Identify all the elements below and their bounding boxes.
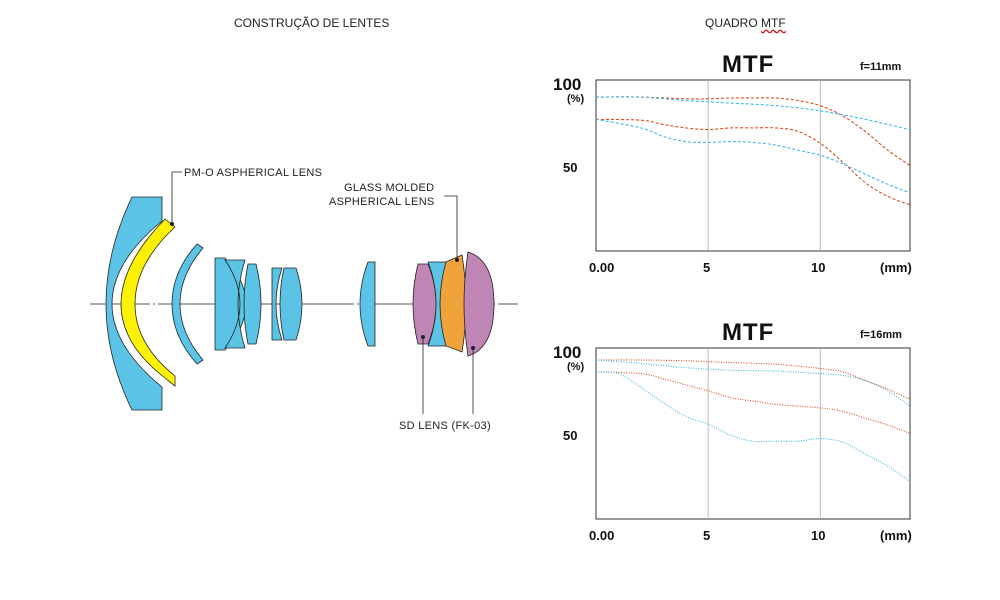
mtf1-curve-2 [595,96,911,131]
mtf2-title: MTF [722,319,774,346]
mtf1-xtick-10: 10 [811,260,825,275]
mtf1-curves [595,96,911,206]
mtf1-focal: f=11mm [860,61,901,73]
mtf1-y100: 100 [553,75,581,94]
mtf2-xtick-5: 5 [703,528,710,543]
lens-element-1 [105,196,163,411]
mtf2-yunit: (%) [567,361,584,373]
mtf2-curves [595,359,911,482]
mtf-chart-title: QUADRO MTF [705,16,786,30]
sd-leader-dot-2 [471,346,475,350]
mtf2-curve-4 [595,371,911,482]
mtf2-xunit: (mm) [880,528,912,543]
mtf1-xunit: (mm) [880,260,912,275]
lens-construction-title: CONSTRUÇÃO DE LENTES [234,16,390,30]
mtf2-curve-2 [595,359,911,407]
sd-lens-1 [412,263,437,345]
mtf-chart-f11: MTF f=11mm 100 (%) 50 0.00 5 10 (mm) [553,51,912,275]
pmo-aspherical-lens [120,218,176,387]
mtf1-curve-4 [595,118,911,194]
lens-element-3 [171,243,204,365]
mtf1-xtick-0: 0.00 [589,260,614,275]
sd-label: SD LENS (FK-03) [399,420,491,432]
mtf2-curve-1 [595,359,911,400]
glass-label-line2: ASPHERICAL LENS [329,196,435,208]
glass-leader-dot [455,258,459,262]
mtf2-xtick-10: 10 [811,528,825,543]
mtf1-y50: 50 [563,160,577,175]
mtf1-title: MTF [722,51,774,78]
lens-element-4 [214,257,247,351]
pmo-label: PM-O ASPHERICAL LENS [184,167,322,179]
mtf2-plot-area [595,347,911,520]
mtf1-curve-3 [595,118,911,206]
lens-element-5 [224,259,246,349]
mtf-chart-f16: MTF f=16mm 100 (%) 50 0.00 5 10 (mm) [553,319,912,543]
mtf2-xtick-0: 0.00 [589,528,614,543]
mtf1-yunit: (%) [567,93,584,105]
lens-element-6 [243,263,262,345]
mtf1-plot-area [595,79,911,252]
glass-leader-line [444,195,458,260]
pmo-leader-dot [170,222,174,226]
lens-element-11 [427,261,447,347]
lens-element-7 [271,267,283,341]
lens-element-8 [279,267,303,341]
sd-lens-2 [463,251,495,357]
mtf1-curve-1 [595,96,911,166]
pmo-leader-line [171,171,182,224]
mtf-title-prefix: QUADRO [705,16,762,30]
mtf-title-underlined: MTF [761,16,786,30]
mtf2-y50: 50 [563,428,577,443]
lens-element-9 [359,261,376,347]
sd-leader-dot-1 [421,335,425,339]
glass-label-line1: GLASS MOLDED [344,182,434,194]
mtf2-focal: f=16mm [860,329,902,341]
mtf2-gridlines [707,348,821,519]
glass-molded-aspherical-lens [439,254,467,353]
mtf2-curve-3 [595,371,911,435]
mtf1-gridlines [707,80,821,251]
mtf2-y100: 100 [553,343,581,362]
mtf1-xtick-5: 5 [703,260,710,275]
